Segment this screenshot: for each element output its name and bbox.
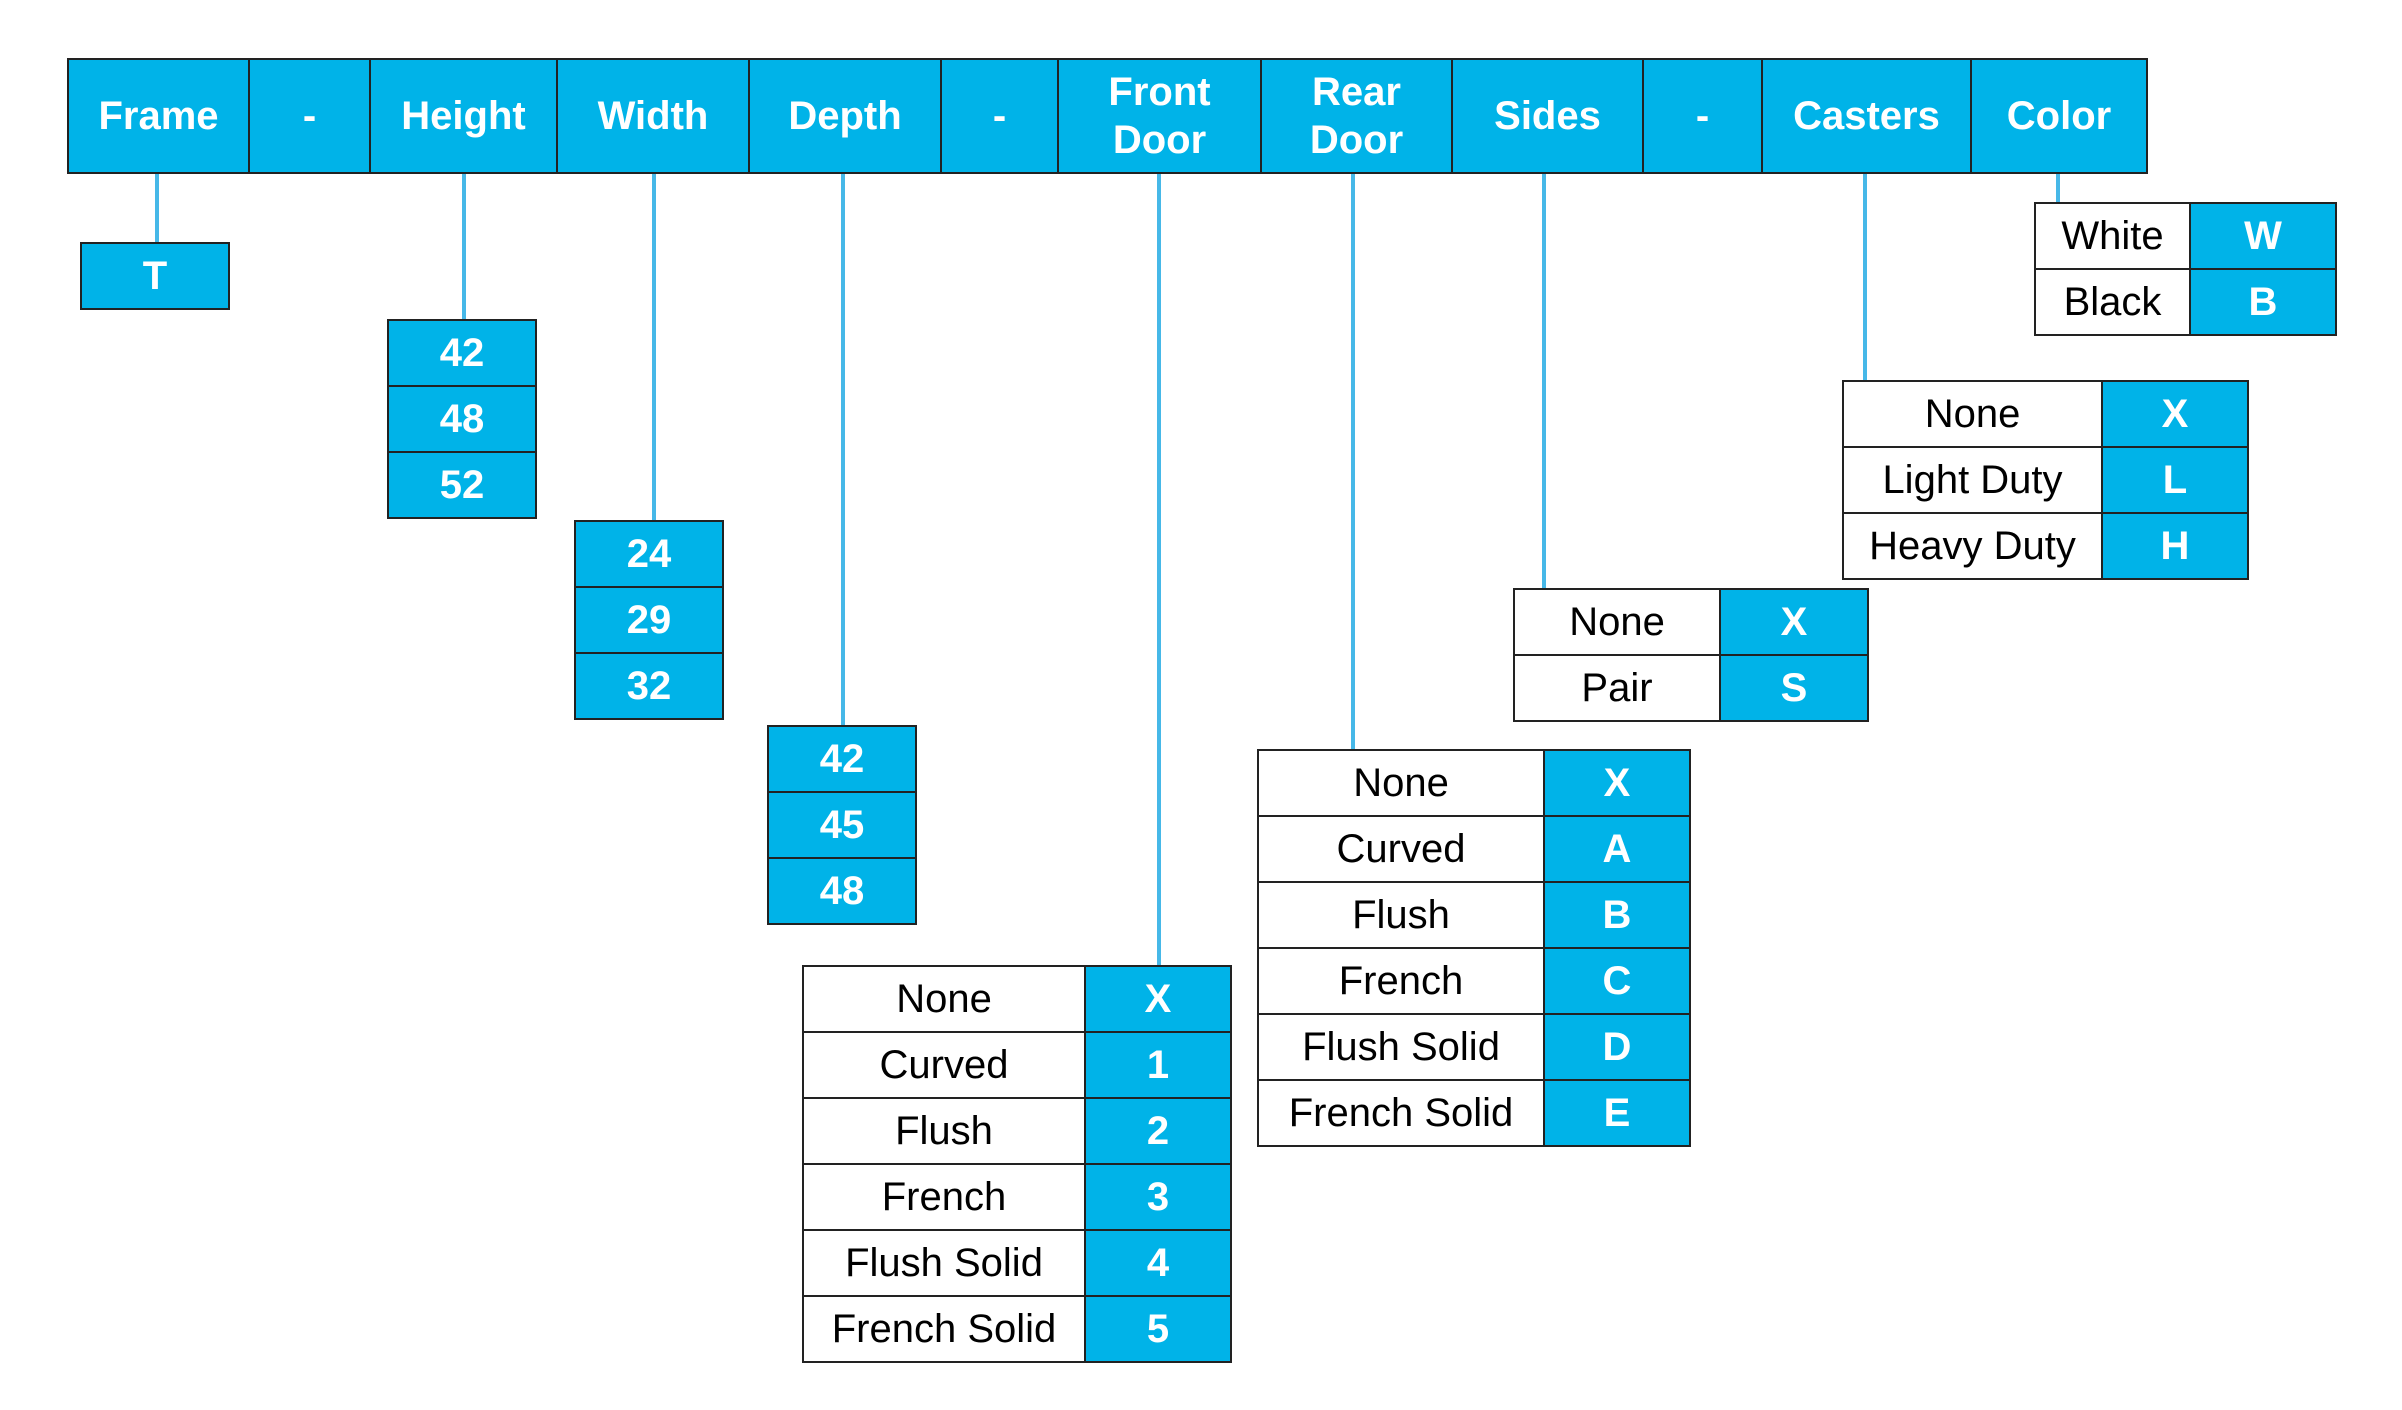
header-height: Height: [369, 58, 558, 174]
option-label: White: [2036, 204, 2191, 268]
width-code: 32: [576, 654, 722, 718]
option-label: Black: [2036, 270, 2191, 334]
height-code: 52: [389, 453, 535, 517]
connector-width: [652, 174, 656, 520]
option-code: D: [1545, 1015, 1689, 1079]
option-code: H: [2103, 514, 2247, 578]
header-frame: Frame: [67, 58, 250, 174]
option-label: Flush Solid: [804, 1231, 1086, 1295]
option-label: Pair: [1515, 656, 1721, 720]
header-casters: Casters: [1761, 58, 1972, 174]
header-separator: -: [1642, 58, 1763, 174]
height-options: 42 48 52: [387, 319, 537, 519]
option-code: W: [2191, 204, 2335, 268]
option-code: E: [1545, 1081, 1689, 1145]
option-label: French Solid: [804, 1297, 1086, 1361]
option-label: Flush: [1259, 883, 1545, 947]
header-separator: -: [248, 58, 371, 174]
option-code: X: [1545, 751, 1689, 815]
connector-frame: [155, 174, 159, 242]
option-code: 1: [1086, 1033, 1230, 1097]
option-code: S: [1721, 656, 1867, 720]
option-label: Heavy Duty: [1844, 514, 2103, 578]
header-width: Width: [556, 58, 750, 174]
header-depth: Depth: [748, 58, 942, 174]
option-code: X: [2103, 382, 2247, 446]
width-code: 24: [576, 522, 722, 586]
option-code: X: [1086, 967, 1230, 1031]
option-label: None: [1844, 382, 2103, 446]
header-rear-door: Rear Door: [1260, 58, 1453, 174]
option-label: None: [804, 967, 1086, 1031]
option-label: French: [804, 1165, 1086, 1229]
connector-front-door: [1157, 174, 1161, 965]
header-color: Color: [1970, 58, 2148, 174]
header-sides: Sides: [1451, 58, 1644, 174]
option-code: C: [1545, 949, 1689, 1013]
option-code: 4: [1086, 1231, 1230, 1295]
option-code: B: [2191, 270, 2335, 334]
depth-code: 48: [769, 859, 915, 923]
height-code: 42: [389, 321, 535, 385]
option-label: Curved: [804, 1033, 1086, 1097]
option-code: X: [1721, 590, 1867, 654]
option-code: 2: [1086, 1099, 1230, 1163]
frame-options: T: [80, 242, 230, 310]
header-separator: -: [940, 58, 1059, 174]
width-code: 29: [576, 588, 722, 652]
connector-depth: [841, 174, 845, 725]
option-label: Light Duty: [1844, 448, 2103, 512]
option-label: Curved: [1259, 817, 1545, 881]
depth-code: 42: [769, 727, 915, 791]
depth-options: 42 45 48: [767, 725, 917, 925]
option-code: B: [1545, 883, 1689, 947]
option-code: A: [1545, 817, 1689, 881]
connector-height: [462, 174, 466, 319]
height-code: 48: [389, 387, 535, 451]
connector-sides: [1542, 174, 1546, 588]
frame-code: T: [82, 244, 228, 308]
option-code: 5: [1086, 1297, 1230, 1361]
header-front-door: Front Door: [1057, 58, 1262, 174]
option-code: L: [2103, 448, 2247, 512]
depth-code: 45: [769, 793, 915, 857]
option-label: Flush: [804, 1099, 1086, 1163]
option-label: Flush Solid: [1259, 1015, 1545, 1079]
connector-color: [2056, 174, 2060, 202]
option-label: None: [1515, 590, 1721, 654]
option-label: French: [1259, 949, 1545, 1013]
connector-rear-door: [1351, 174, 1355, 749]
connector-casters: [1863, 174, 1867, 380]
option-label: French Solid: [1259, 1081, 1545, 1145]
width-options: 24 29 32: [574, 520, 724, 720]
option-label: None: [1259, 751, 1545, 815]
option-code: 3: [1086, 1165, 1230, 1229]
